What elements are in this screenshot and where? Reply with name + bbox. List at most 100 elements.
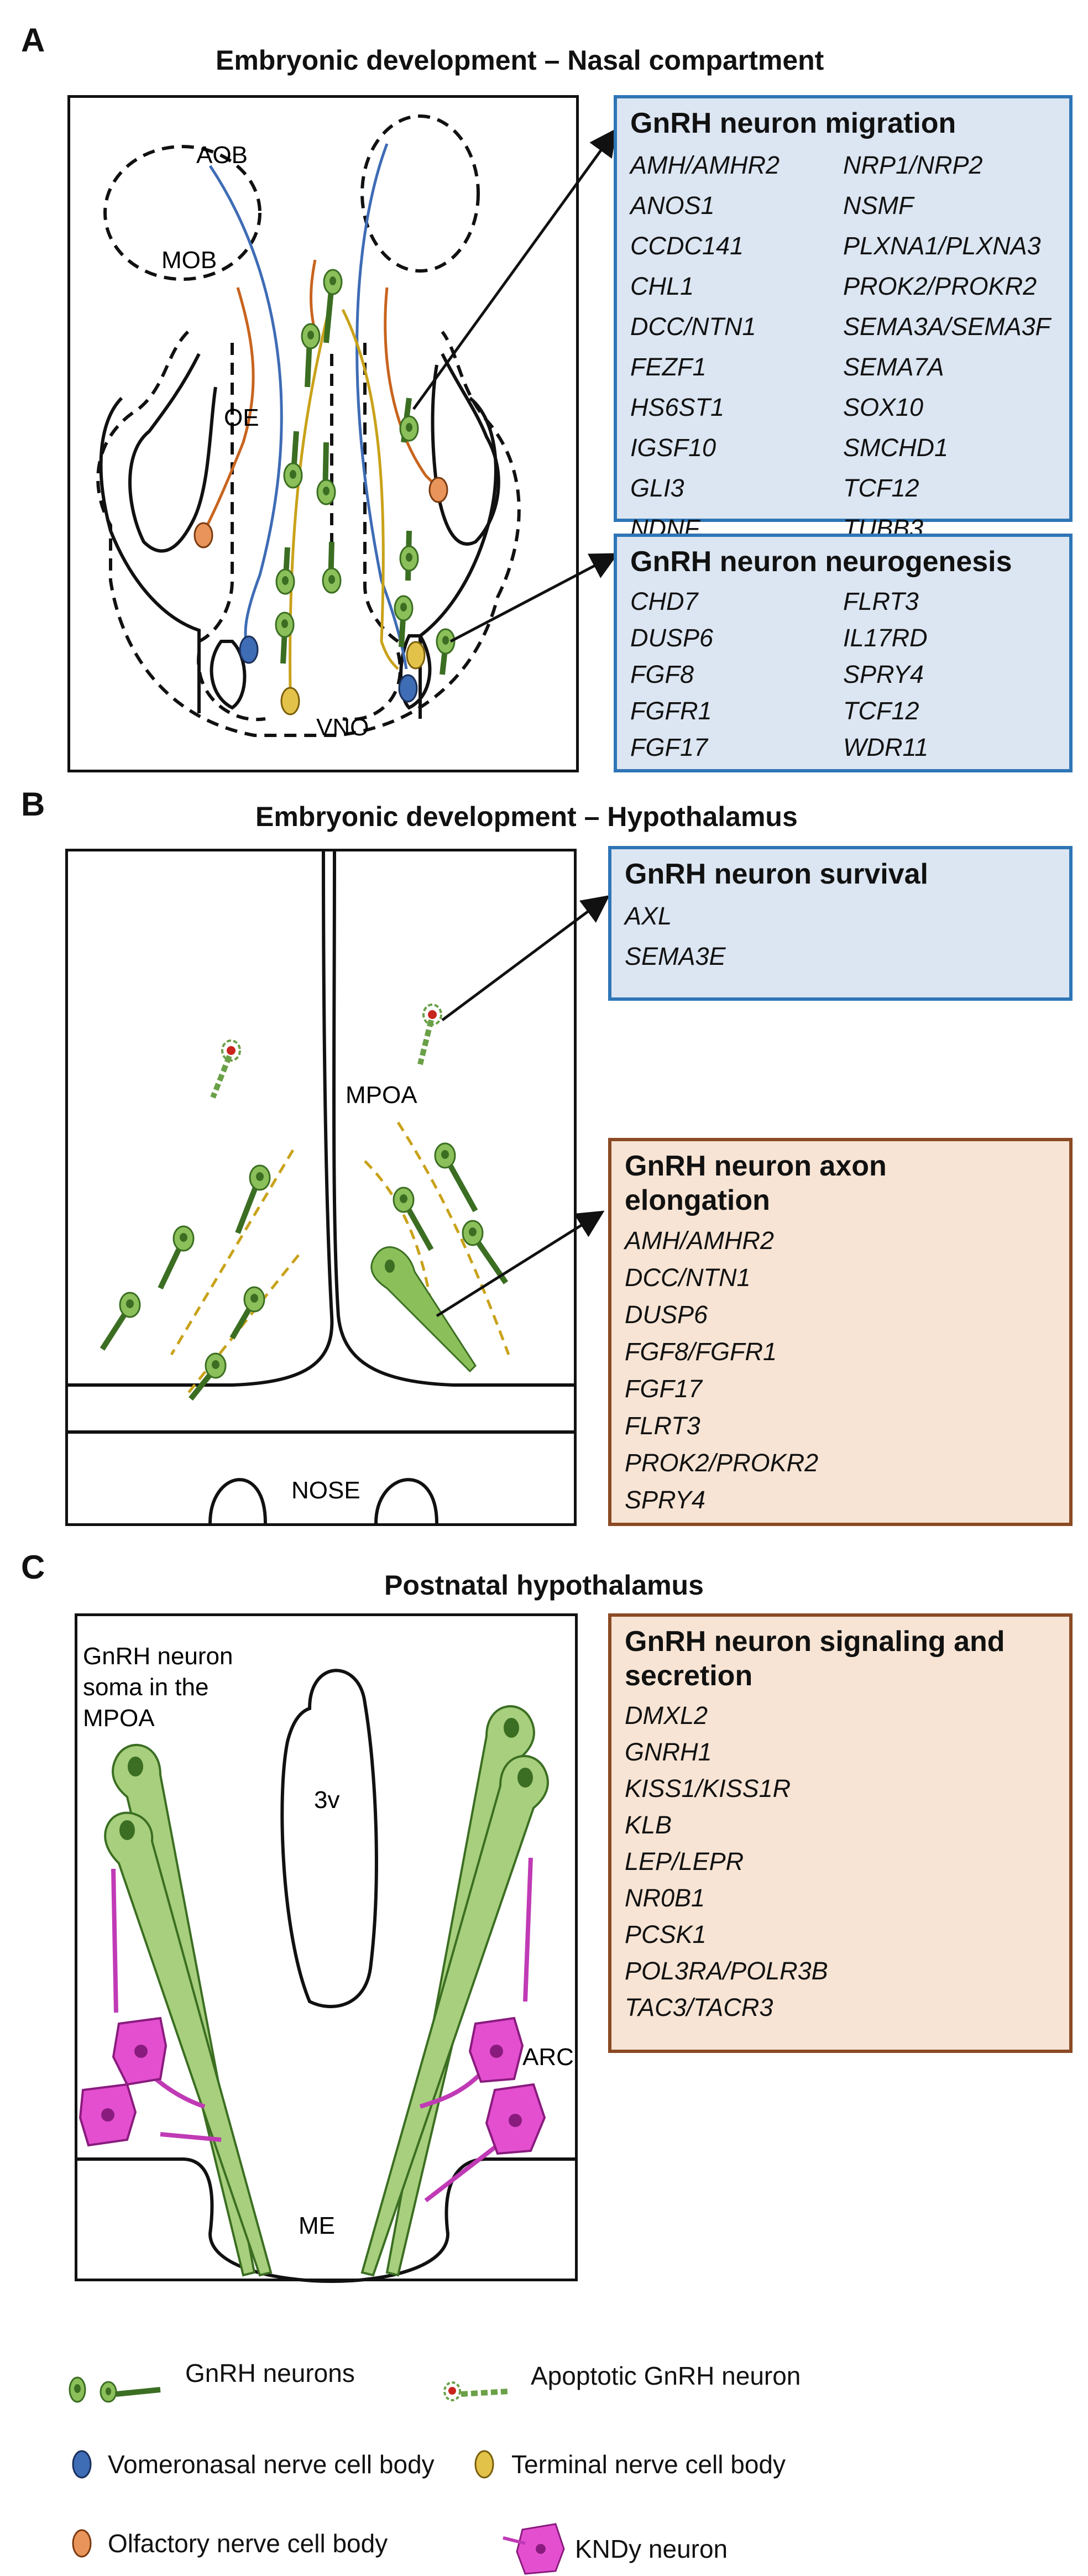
gene-item: DUSP6 (630, 624, 714, 652)
gene-item: FGF8 (630, 660, 694, 688)
legend-apoptotic-label: Apoptotic GnRH neuron (531, 2361, 801, 2390)
gnrh-neuron-a10 (436, 628, 456, 675)
panel-b-frame (65, 849, 577, 1526)
neurogenesis-title: GnRH neuron neurogenesis (630, 546, 1012, 578)
gene-item: CHL1 (630, 272, 694, 300)
gene-item: DCC/NTN1 (630, 312, 756, 341)
label-mpoa: MPOA (346, 1081, 417, 1109)
panel-c-title: Postnatal hypothalamus (384, 1570, 704, 1601)
gene-item: FGF17 (630, 733, 708, 761)
legend-olfactory-label: Olfactory nerve cell body (108, 2529, 388, 2558)
aob-mob-left-outline (103, 145, 261, 281)
gnrh-neuron-b7 (393, 1187, 434, 1251)
gnrh-neuron-a8 (322, 541, 342, 594)
gnrh-neuron-b4 (229, 1286, 265, 1340)
gnrh-neuron-b6 (434, 1142, 478, 1213)
legend-apoptotic-icon (443, 2381, 509, 2401)
legend-kndy-icon (503, 2523, 565, 2575)
gene-item: NR0B1 (625, 1884, 705, 1912)
nasal-septum-outline (99, 396, 498, 719)
legend-terminal-label: Terminal nerve cell body (511, 2450, 786, 2479)
gene-item: AMH/AMHR2 (625, 1226, 775, 1255)
axon-title-line1: GnRH neuron axon (625, 1150, 887, 1182)
gene-item: CHD7 (630, 587, 698, 615)
gnrh-neuron-b3 (100, 1292, 141, 1351)
arrow-survival (441, 895, 610, 1022)
nasal-inner-dashed-left (198, 343, 333, 643)
panel-a-cells (193, 269, 456, 715)
bulb-right-outline (360, 114, 480, 273)
label-soma-line3: MPOA (83, 1705, 155, 1732)
gene-item: SEMA3A/SEMA3F (843, 312, 1051, 341)
vno-outline (197, 652, 402, 722)
gene-item: AMH/AMHR2 (630, 151, 780, 179)
gene-item: GLI3 (630, 474, 684, 502)
label-soma-line2: soma in the (83, 1674, 208, 1701)
label-soma-line1: GnRH neuron (83, 1643, 233, 1670)
gene-item: KISS1/KISS1R (625, 1774, 791, 1802)
gnrh-neuron-a11 (275, 612, 295, 664)
panel-a-letter: A (21, 22, 45, 59)
gene-item: SMCHD1 (843, 433, 949, 462)
olfactory-fiber-left (203, 287, 255, 532)
gnrh-neuron-a9 (394, 595, 414, 647)
label-aob: AOB (196, 142, 248, 169)
gene-item: DUSP6 (625, 1300, 708, 1329)
nose-bump-right (374, 1478, 438, 1524)
gene-item: DCC/NTN1 (625, 1263, 751, 1292)
neurogenesis-gene-list: CHD7 DUSP6 FGF8 FGFR1 FGF17 FLRT3 IL17RD… (630, 583, 1056, 766)
gnrh-neuron-c-right-bottom (360, 1755, 549, 2277)
gene-item: FEZF1 (630, 353, 707, 381)
legend-icons (69, 2376, 565, 2575)
gene-item: TCF12 (843, 474, 919, 502)
gene-item: TCF12 (843, 697, 919, 725)
label-vno: VNO (316, 714, 369, 741)
gene-item: PCSK1 (625, 1920, 707, 1948)
gene-item: TAC3/TACR3 (625, 1993, 773, 2021)
gnrh-neuron-c-left-bottom (104, 1811, 273, 2277)
panel-a-frame (67, 95, 579, 772)
panel-a-title: Embryonic development – Nasal compartmen… (216, 45, 824, 76)
gnrh-neuron-a1 (323, 269, 343, 343)
panel-a-drawing (96, 114, 521, 737)
olfactory-cell-right (428, 477, 448, 503)
label-3v: 3v (314, 1786, 339, 1814)
gene-item: NSMF (843, 191, 914, 220)
arrow-neurogenesis (449, 553, 619, 643)
migration-col-1: AMH/AMHR2 ANOS1 CCDC141 CHL1 DCC/NTN1 FE… (630, 145, 843, 548)
olfactory-fiber-top (310, 259, 317, 332)
diagram-labels: AOB MOB OE VNO MPOA NOSE GnRH neuron som… (83, 142, 574, 2239)
gene-item: FLRT3 (625, 1412, 700, 1440)
label-nose: NOSE (291, 1477, 360, 1504)
survival-title: GnRH neuron survival (625, 858, 928, 890)
signaling-title-line1: GnRH neuron signaling and (625, 1626, 1005, 1658)
olfactory-cell-left (193, 522, 213, 548)
nasal-cavity-left (128, 353, 217, 553)
gene-item: PROK2/PROKR2 (843, 272, 1037, 300)
panel-b-neurons (100, 1004, 509, 1401)
legend-gnrh-label: GnRH neurons (185, 2359, 355, 2387)
third-ventricle-outline (280, 1669, 378, 2009)
apoptotic-neuron-b2 (417, 1004, 442, 1065)
gene-item: AXL (625, 902, 672, 930)
label-mob: MOB (161, 247, 217, 274)
panel-c-letter: C (21, 1549, 45, 1586)
gnrh-neuron-a3 (399, 398, 419, 443)
gene-item: IGSF10 (630, 433, 716, 462)
signaling-gene-list: DMXL2 GNRH1 KISS1/KISS1R KLB LEP/LEPR NR… (625, 1697, 1056, 2026)
label-oe: OE (224, 404, 259, 431)
migration-col-2: NRP1/NRP2 NSMF PLXNA1/PLXNA3 PROK2/PROKR… (843, 145, 1050, 548)
gene-item: SEMA3E (625, 942, 726, 970)
label-arc: ARC (522, 2044, 574, 2071)
axon-gene-list: AMH/AMHR2 DCC/NTN1 DUSP6 FGF8/FGFR1 FGF1… (625, 1222, 1056, 1518)
gene-item: SOX10 (843, 393, 924, 421)
panel-b-drawing (67, 851, 575, 1524)
gnrh-neuron-b5 (189, 1352, 227, 1401)
signaling-title-line2: secretion (625, 1660, 753, 1692)
migration-title: GnRH neuron migration (630, 107, 956, 139)
survival-gene-list: AXL SEMA3E (625, 896, 1056, 976)
panel-c-drawing (77, 1669, 575, 2284)
legend-terminal-icon (474, 2450, 494, 2479)
survival-box: GnRH neuron survival AXL SEMA3E (608, 846, 1073, 1001)
neurogenesis-box: GnRH neuron neurogenesis CHD7 DUSP6 FGF8… (614, 534, 1073, 772)
